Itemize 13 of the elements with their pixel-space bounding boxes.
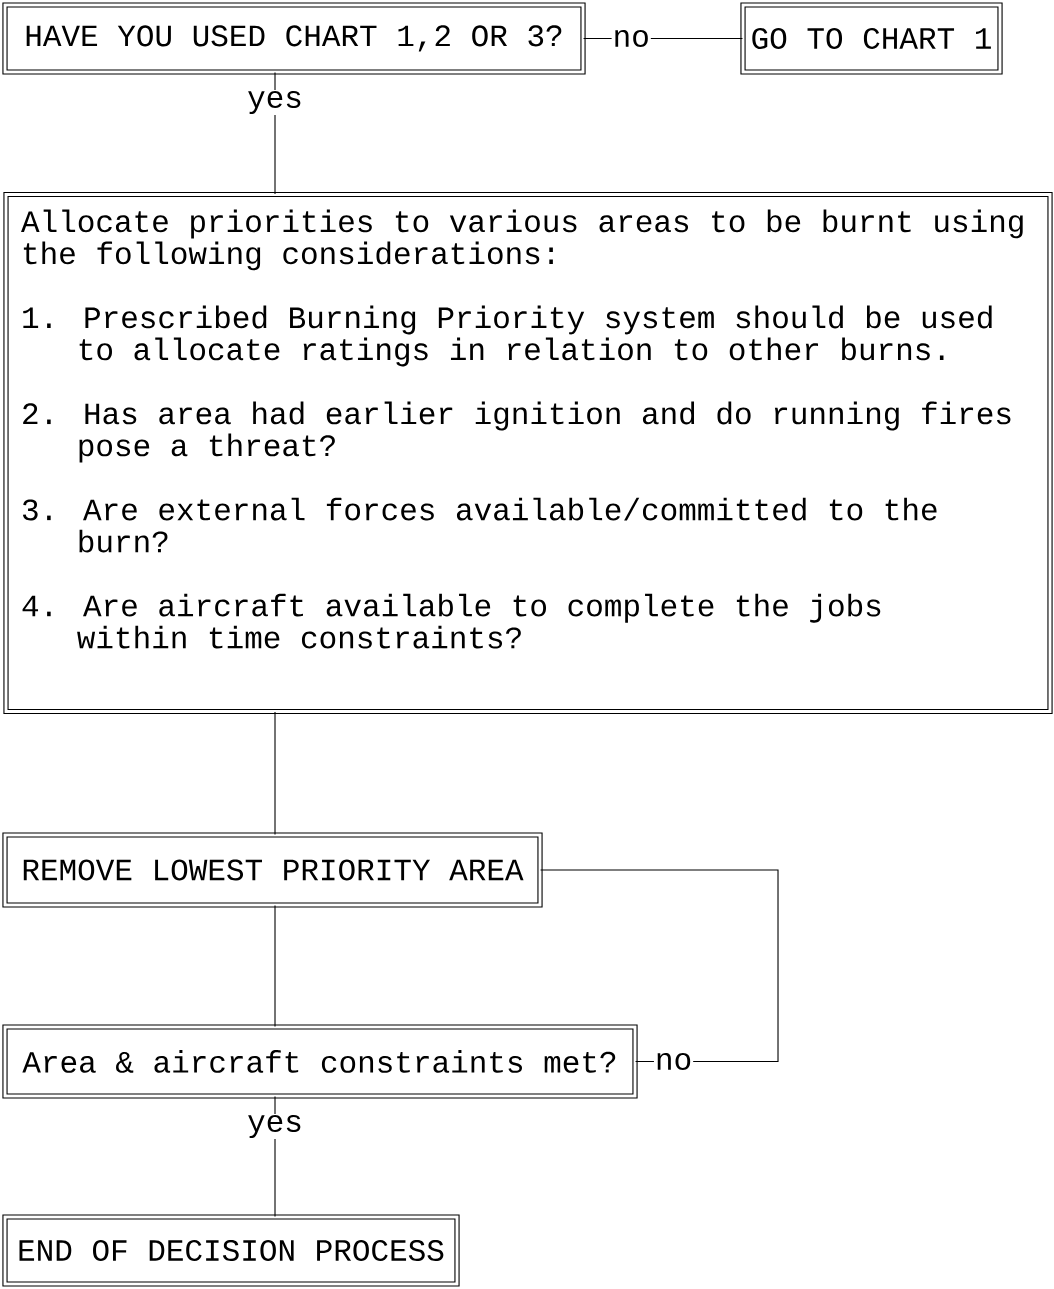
edge-label: no — [611, 29, 651, 48]
process-box: GO TO CHART 1 — [740, 2, 1003, 75]
process-box: REMOVE LOWEST PRIORITY AREA — [2, 832, 543, 908]
edge-label: no — [653, 1052, 694, 1071]
connector-line — [274, 711, 276, 835]
connector-line — [540, 869, 779, 1063]
decision-box: HAVE YOU USED CHART 1,2 OR 3? — [2, 2, 586, 75]
process-box: Allocate priorities to various areas to be burnt using the following considerations: 1. Prescribed Burning Priority system should be used to allocate ratings in relation to other burns. 2. Has area had earlier ignition and do running fires pose a threat? 3. Are external forces available/committed to the burn? 4. Are aircraft available to complete the jobs within time constraints? — [3, 191, 1053, 715]
connector-line — [274, 905, 276, 1027]
edge-label: yes — [246, 1114, 304, 1140]
edge-label: yes — [246, 89, 304, 116]
decision-box: Area & aircraft constraints met? — [2, 1024, 638, 1099]
process-box: END OF DECISION PROCESS — [2, 1214, 460, 1287]
